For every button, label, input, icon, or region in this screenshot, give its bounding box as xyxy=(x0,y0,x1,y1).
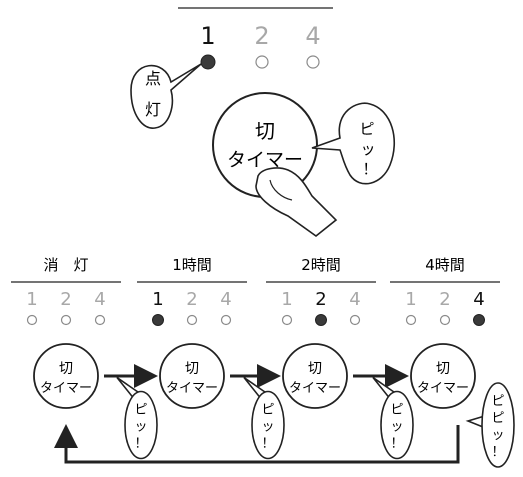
beep-callout-4: ピピッ！ xyxy=(465,382,515,468)
state-1: 1時間 1 2 4 xyxy=(137,256,247,326)
beep-char: ！ xyxy=(261,437,274,452)
state-lamp-4 xyxy=(473,314,485,326)
beep-char: ピ xyxy=(390,403,403,418)
state-lamp-2 xyxy=(186,314,198,326)
button-label-timer: タイマー xyxy=(40,381,92,396)
beep-char: ！ xyxy=(491,445,504,460)
state-number-2: 2 xyxy=(60,289,71,310)
top-lamp-2 xyxy=(255,55,269,69)
state-0: 消 灯 1 2 4 xyxy=(11,256,121,326)
top-indicator-number-4: 4 xyxy=(305,22,320,50)
beep-callout-3: ピッ ！ xyxy=(372,376,414,460)
state-label: 4時間 xyxy=(425,256,465,274)
state-2: 2時間 1 2 4 xyxy=(266,256,376,326)
beep-char: ッ xyxy=(134,420,147,435)
state-number-1: 1 xyxy=(26,289,37,310)
finger-icon xyxy=(255,167,338,238)
state-number-1: 1 xyxy=(152,289,163,310)
button-label-timer: タイマー xyxy=(227,149,303,171)
button-label-off: 切 xyxy=(255,119,275,143)
top-beep-char-2: ッ xyxy=(360,140,375,158)
state-lamp-2 xyxy=(60,314,72,326)
states-row: 消 灯 1 2 4 1時間 1 2 4 2時間 1 2 4 4時間 1 2 4 xyxy=(11,256,500,326)
beep-callout-2: ピッ ！ xyxy=(243,376,285,460)
state-label: 1時間 xyxy=(172,256,212,274)
lit-label-char-2: 灯 xyxy=(145,100,161,119)
button-label-timer: タイマー xyxy=(166,381,218,396)
state-number-1: 1 xyxy=(405,289,416,310)
beep-char: ピ xyxy=(491,411,504,426)
top-lamp-1 xyxy=(200,54,216,70)
top-indicator-number-1: 1 xyxy=(200,22,215,50)
beep-char: ッ xyxy=(390,420,403,435)
loop-arrow xyxy=(54,424,460,464)
state-number-4: 4 xyxy=(349,289,360,310)
state-lamp-4 xyxy=(349,314,361,326)
button-label-off: 切 xyxy=(59,361,73,377)
state-number-4: 4 xyxy=(94,289,105,310)
beep-char: ピ xyxy=(134,403,147,418)
top-detail: 1 2 4 点 灯 切 タイマー ピ ッ ！ xyxy=(130,7,395,238)
state-lamp-4 xyxy=(220,314,232,326)
beep-char: ピ xyxy=(491,394,504,409)
button-label-off: 切 xyxy=(185,361,199,377)
lit-label-char-1: 点 xyxy=(145,69,161,88)
beep-char: ピ xyxy=(261,403,274,418)
state-lamp-1 xyxy=(152,314,164,326)
top-beep-char-3: ！ xyxy=(362,160,377,178)
button-label-timer: タイマー xyxy=(417,381,469,396)
lit-callout: 点 灯 xyxy=(130,63,202,129)
state-number-4: 4 xyxy=(220,289,231,310)
state-number-4: 4 xyxy=(473,289,484,310)
state-label: 消 灯 xyxy=(43,256,88,274)
button-label-off: 切 xyxy=(308,361,322,377)
state-lamp-1 xyxy=(26,314,38,326)
top-beep-callout: ピ ッ ！ xyxy=(311,102,395,185)
button-label-timer: タイマー xyxy=(289,381,341,396)
state-number-2: 2 xyxy=(439,289,450,310)
state-label: 2時間 xyxy=(301,256,341,274)
state-lamp-2 xyxy=(439,314,451,326)
beep-char: ！ xyxy=(390,437,403,452)
state-number-1: 1 xyxy=(281,289,292,310)
state-lamp-2 xyxy=(315,314,327,326)
beep-callout-1: ピッ ！ xyxy=(116,376,158,460)
beep-char: ッ xyxy=(261,420,274,435)
state-number-2: 2 xyxy=(315,289,326,310)
state-lamp-1 xyxy=(281,314,293,326)
state-number-2: 2 xyxy=(186,289,197,310)
beep-char: ！ xyxy=(134,437,147,452)
button-label-off: 切 xyxy=(436,361,450,377)
beep-char: ッ xyxy=(491,428,504,443)
state-3: 4時間 1 2 4 xyxy=(390,256,500,326)
top-lamp-4 xyxy=(306,55,320,69)
top-beep-char-1: ピ xyxy=(359,120,374,138)
state-lamp-4 xyxy=(94,314,106,326)
state-lamp-1 xyxy=(405,314,417,326)
top-indicator-number-2: 2 xyxy=(254,22,269,50)
